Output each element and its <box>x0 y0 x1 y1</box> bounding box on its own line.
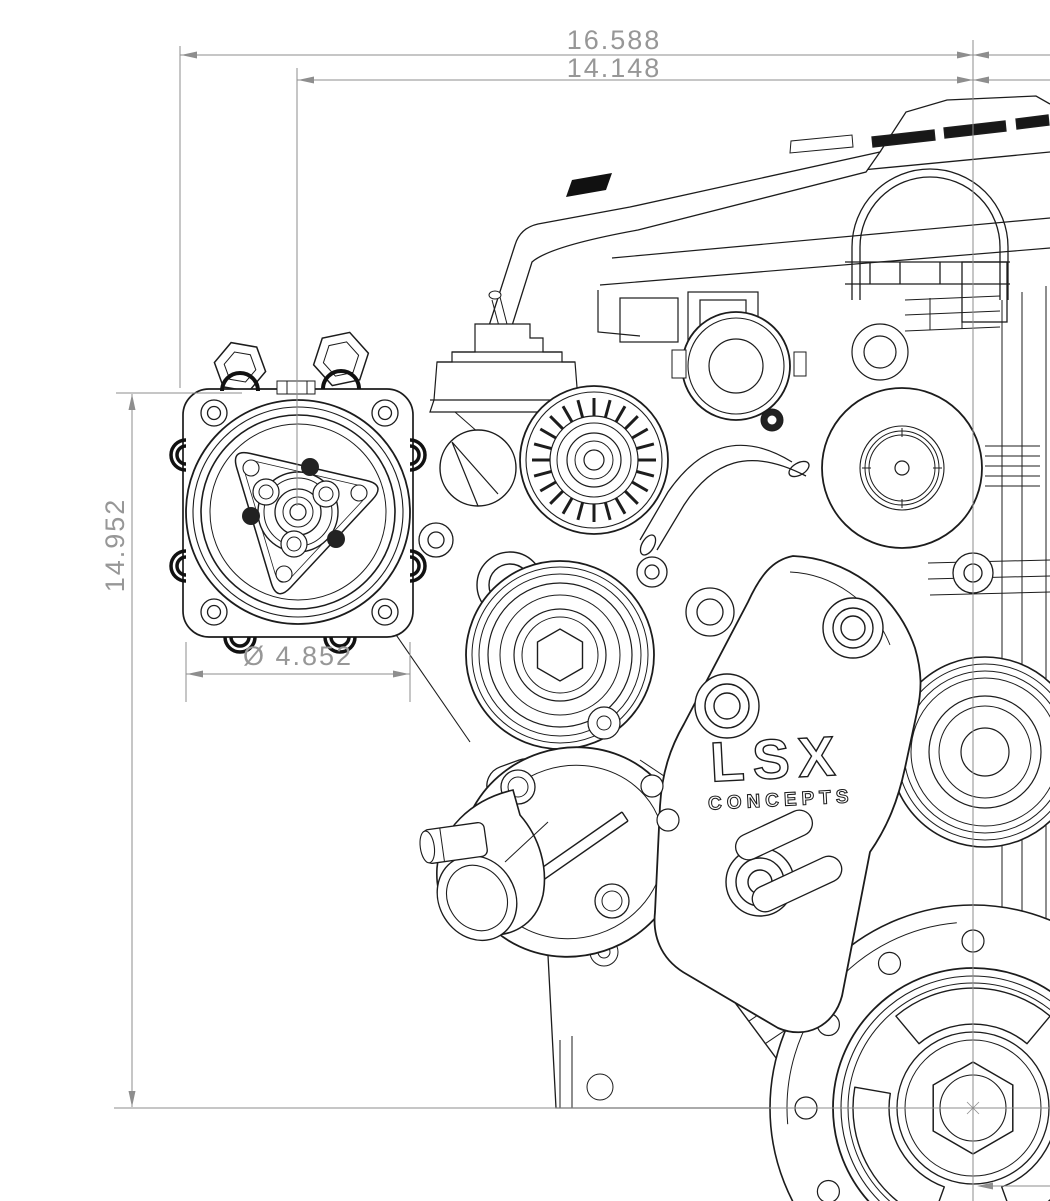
bracket-bolt-bosses <box>694 597 884 917</box>
logo-lsx: LSX <box>709 724 845 794</box>
tensioner-arm-boss <box>685 587 735 637</box>
fuel-line-tube <box>486 151 882 350</box>
dim-text-overall-height: 14.952 <box>100 498 130 593</box>
bracket-plug <box>439 429 517 507</box>
belt-tensioner <box>465 560 655 750</box>
tensioner-hex <box>536 628 584 682</box>
ac-compressor <box>169 331 427 654</box>
intake-manifold <box>789 95 1050 323</box>
ribbed-idler-pulley <box>519 385 669 535</box>
smooth-idler-pulley <box>821 387 1040 549</box>
bracket-logo: LSX CONCEPTS <box>707 723 855 815</box>
manifold-runner-arch <box>851 168 1009 300</box>
clutch-pulley <box>185 399 411 625</box>
compressor-lugs <box>169 438 427 654</box>
dim-text-clutch-diameter: Ø 4.852 <box>243 641 353 671</box>
crank-center-mark <box>966 1101 980 1115</box>
tube-grip-patch <box>566 173 612 197</box>
dim-text-overall-width: 16.588 <box>567 25 662 55</box>
dim-text-compressor-width: 14.148 <box>567 53 662 83</box>
heater-hose-nipple <box>419 821 488 865</box>
misc-bolts <box>418 522 994 594</box>
thermostat-outlet <box>436 789 549 942</box>
bracket-slots <box>734 809 843 913</box>
valve-cover <box>597 217 1050 381</box>
lsx-concepts-bracket: LSX CONCEPTS <box>640 555 922 1034</box>
compressor-corner-bolts <box>200 399 399 626</box>
heater-hoses <box>639 444 810 556</box>
throttle-body <box>671 311 807 432</box>
dimension-arrows <box>128 51 993 1190</box>
belt-grooves <box>985 445 1040 487</box>
dimension-layer: 16.588 14.148 14.952 Ø 4.852 <box>100 25 1050 1201</box>
